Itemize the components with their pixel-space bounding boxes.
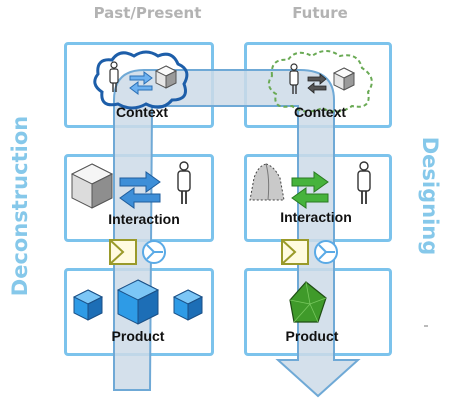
- label-past-product: Product: [111, 328, 165, 344]
- label-future-context: Context: [293, 104, 347, 120]
- flow-arrow: [113, 69, 361, 398]
- exchange-arrows-icon: [307, 73, 327, 94]
- cube-icon: [172, 289, 204, 321]
- label-future-product: Product: [285, 328, 339, 344]
- future-context-cloud: [267, 50, 373, 113]
- past-context-cloud: [93, 50, 189, 110]
- organic-shape-icon: [249, 163, 285, 201]
- label-past-interaction: Interaction: [108, 211, 180, 227]
- cube-icon: [70, 163, 114, 209]
- column-header-past-present: Past/Present: [93, 4, 202, 22]
- clock-icon: [142, 240, 166, 264]
- exchange-arrows-icon: [129, 71, 153, 95]
- clock-icon: [314, 240, 338, 264]
- label-future-interaction: Interaction: [280, 209, 352, 225]
- exchange-arrows-icon: [291, 171, 329, 209]
- cube-icon: [332, 67, 356, 91]
- column-header-future: Future: [292, 4, 348, 22]
- label-past-context: Context: [115, 104, 169, 120]
- envelope-icon: [109, 239, 137, 265]
- cube-icon: [154, 65, 178, 89]
- person-icon: [289, 63, 299, 94]
- green-product-icon: [289, 281, 327, 323]
- envelope-icon: [281, 239, 309, 265]
- cube-icon: [72, 289, 104, 321]
- person-icon: [357, 161, 371, 204]
- cube-icon: [116, 279, 160, 325]
- exchange-arrows-icon: [119, 171, 161, 209]
- person-icon: [177, 161, 191, 204]
- person-icon: [109, 61, 119, 92]
